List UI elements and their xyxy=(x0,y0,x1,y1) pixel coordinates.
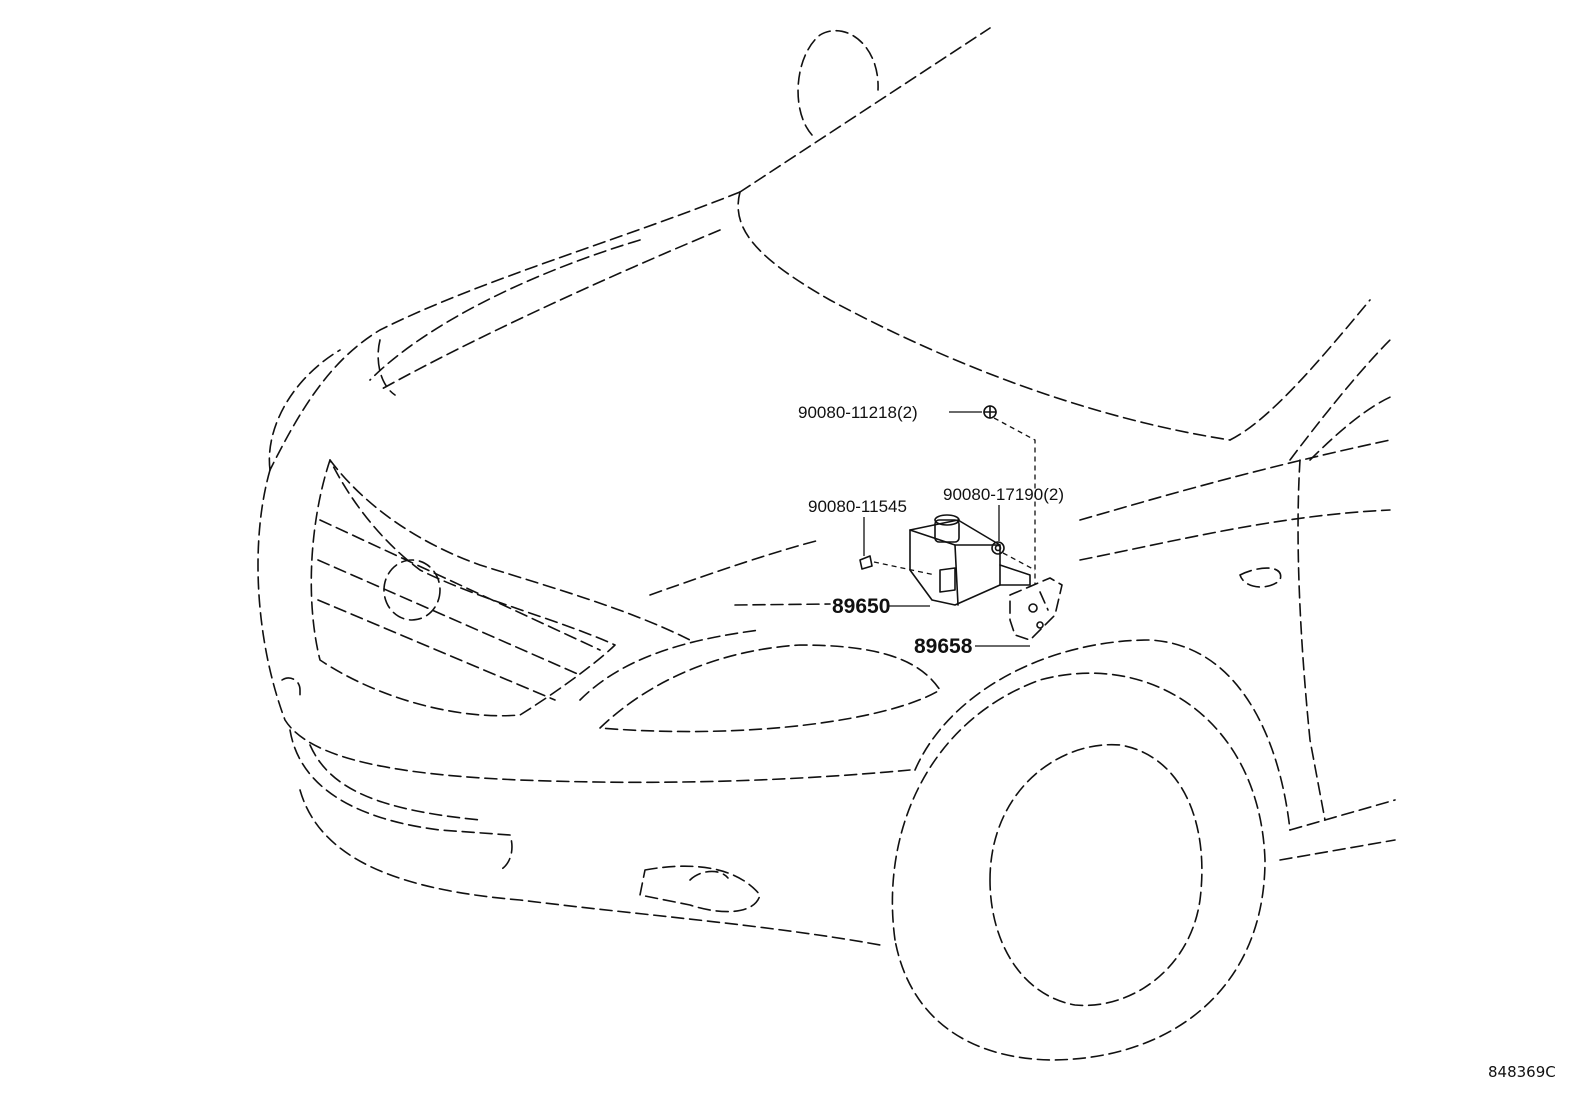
callout-bolt-upper: 90080-11218(2) xyxy=(798,403,918,422)
illustration-id: 848369C xyxy=(1488,1063,1556,1081)
callout-bolt-left: 90080-11545 xyxy=(808,497,907,516)
callout-nut-right: 90080-17190(2) xyxy=(943,485,1064,504)
bracket-assembly xyxy=(1009,577,1063,641)
callout-sensor: 89650 xyxy=(832,595,890,618)
bolt-upper-icon xyxy=(983,405,997,419)
callout-bracket: 89658 xyxy=(914,635,973,658)
bolt-left-icon xyxy=(859,555,873,570)
sensor-assembly xyxy=(909,514,1031,606)
car-outline xyxy=(257,27,1396,1061)
nut-right-icon xyxy=(991,541,1005,555)
leader-lines xyxy=(863,411,1036,647)
